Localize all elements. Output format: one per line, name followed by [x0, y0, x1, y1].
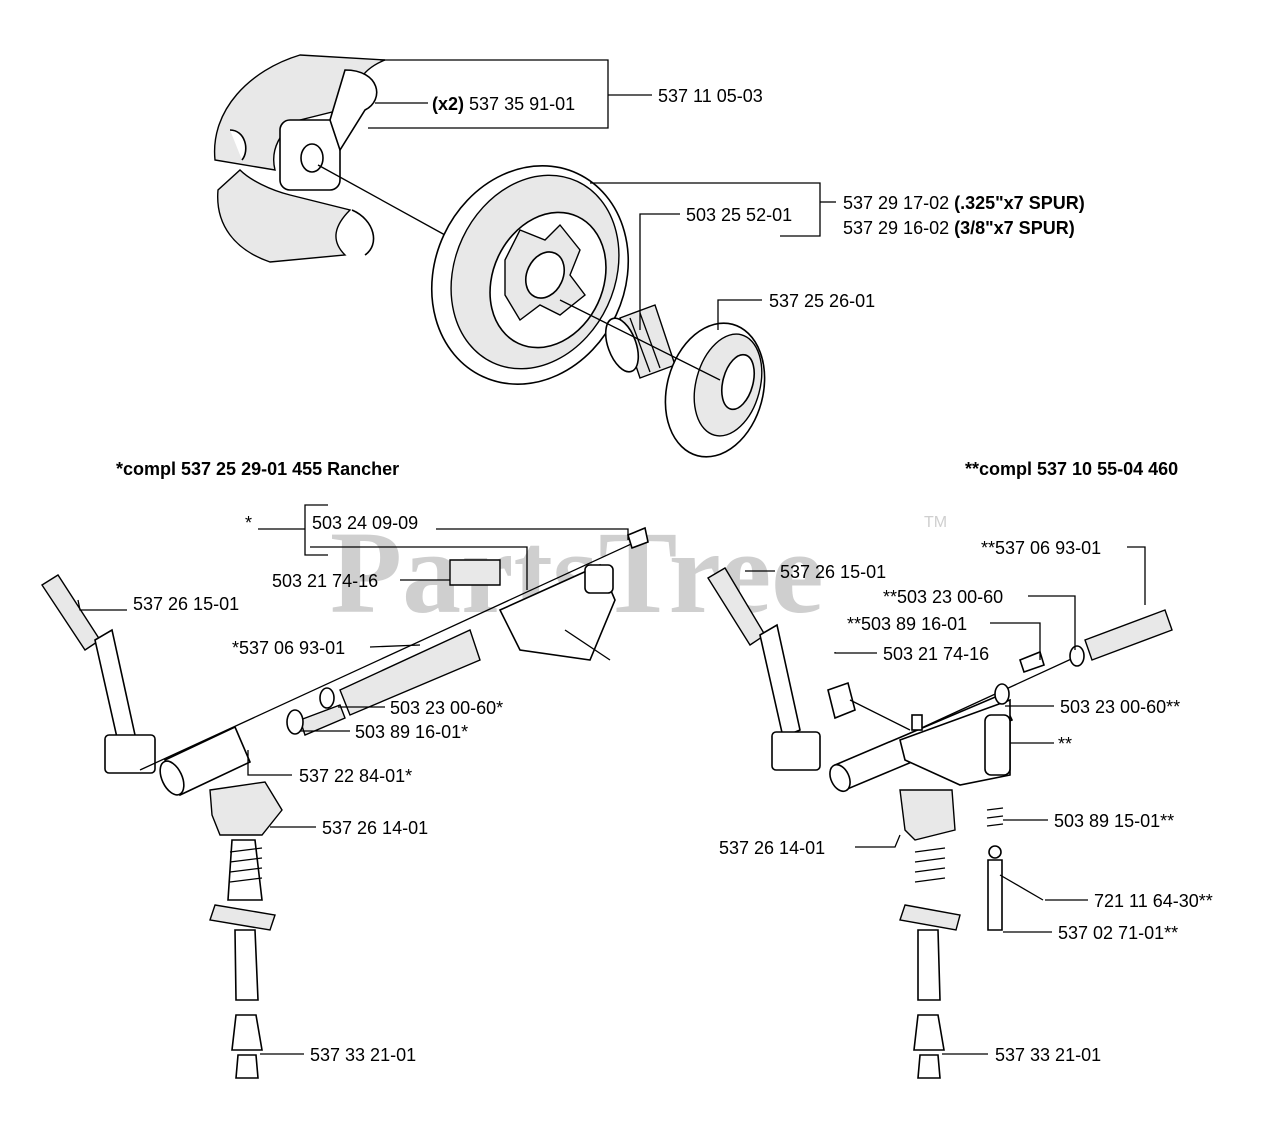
clutch-drum-drawing	[430, 165, 630, 385]
label-left-503-21-74-16: 503 21 74-16	[272, 571, 378, 591]
label-right-503-23-00-60-top: **503 23 00-60	[883, 587, 1003, 607]
label-right-503-89-16-01: **503 89 16-01	[847, 614, 967, 634]
right-small-spring	[986, 807, 1004, 827]
label-clutch-shoe: (x2) 537 35 91-01	[432, 94, 575, 114]
top-leaders	[368, 59, 836, 330]
label-right-537-06-93-01: **537 06 93-01	[981, 538, 1101, 558]
label-right-537-26-14-01: 537 26 14-01	[719, 838, 825, 858]
label-right-537-33-21-01: 537 33 21-01	[995, 1045, 1101, 1065]
watermark-tm: TM	[924, 514, 947, 531]
label-left-503-24-09-09: 503 24 09-09	[312, 513, 418, 533]
label-right-assembly-star: **	[1058, 734, 1072, 754]
label-needle-bearing: 503 25 52-01	[686, 205, 792, 225]
label-left-537-26-15-01: 537 26 15-01	[133, 594, 239, 614]
left-leaders	[77, 504, 629, 1055]
label-left-537-22-84-01: 537 22 84-01*	[299, 766, 412, 786]
label-drum-38: 537 29 16-02 (3/8"x7 SPUR)	[843, 218, 1075, 238]
label-left-503-89-16-01: 503 89 16-01*	[355, 722, 468, 742]
right-leaders	[745, 546, 1146, 1055]
label-right-503-21-74-16: 503 21 74-16	[883, 644, 989, 664]
label-rim-sprocket: 537 25 26-01	[769, 291, 875, 311]
right-heading: **compl 537 10 55-04 460	[965, 459, 1178, 479]
label-right-503-89-15-01: 503 89 15-01**	[1054, 811, 1174, 831]
label-right-537-02-71-01: 537 02 71-01**	[1058, 923, 1178, 943]
label-left-503-23-00-60: 503 23 00-60*	[390, 698, 503, 718]
left-spring	[229, 847, 263, 883]
label-drum-325: 537 29 17-02 (.325"x7 SPUR)	[843, 193, 1085, 213]
label-clutch-assembly: 537 11 05-03	[658, 86, 763, 106]
label-right-721-11-64-30: 721 11 64-30**	[1094, 891, 1213, 911]
rim-sprocket-drawing	[559, 299, 766, 458]
left-pump-drawing	[41, 526, 649, 1079]
label-left-assembly-star: *	[245, 513, 252, 533]
left-heading: *compl 537 25 29-01 455 Rancher	[116, 459, 399, 479]
label-left-537-33-21-01: 537 33 21-01	[310, 1045, 416, 1065]
right-pump-drawing	[707, 567, 1173, 1079]
clutch-drawing	[213, 54, 446, 263]
label-right-537-26-15-01: 537 26 15-01	[780, 562, 886, 582]
needle-bearing-drawing	[604, 304, 676, 379]
label-left-537-26-14-01: 537 26 14-01	[322, 818, 428, 838]
label-right-503-23-00-60: 503 23 00-60**	[1060, 697, 1180, 717]
right-spring	[914, 847, 946, 883]
label-left-537-06-93-01: *537 06 93-01	[232, 638, 345, 658]
